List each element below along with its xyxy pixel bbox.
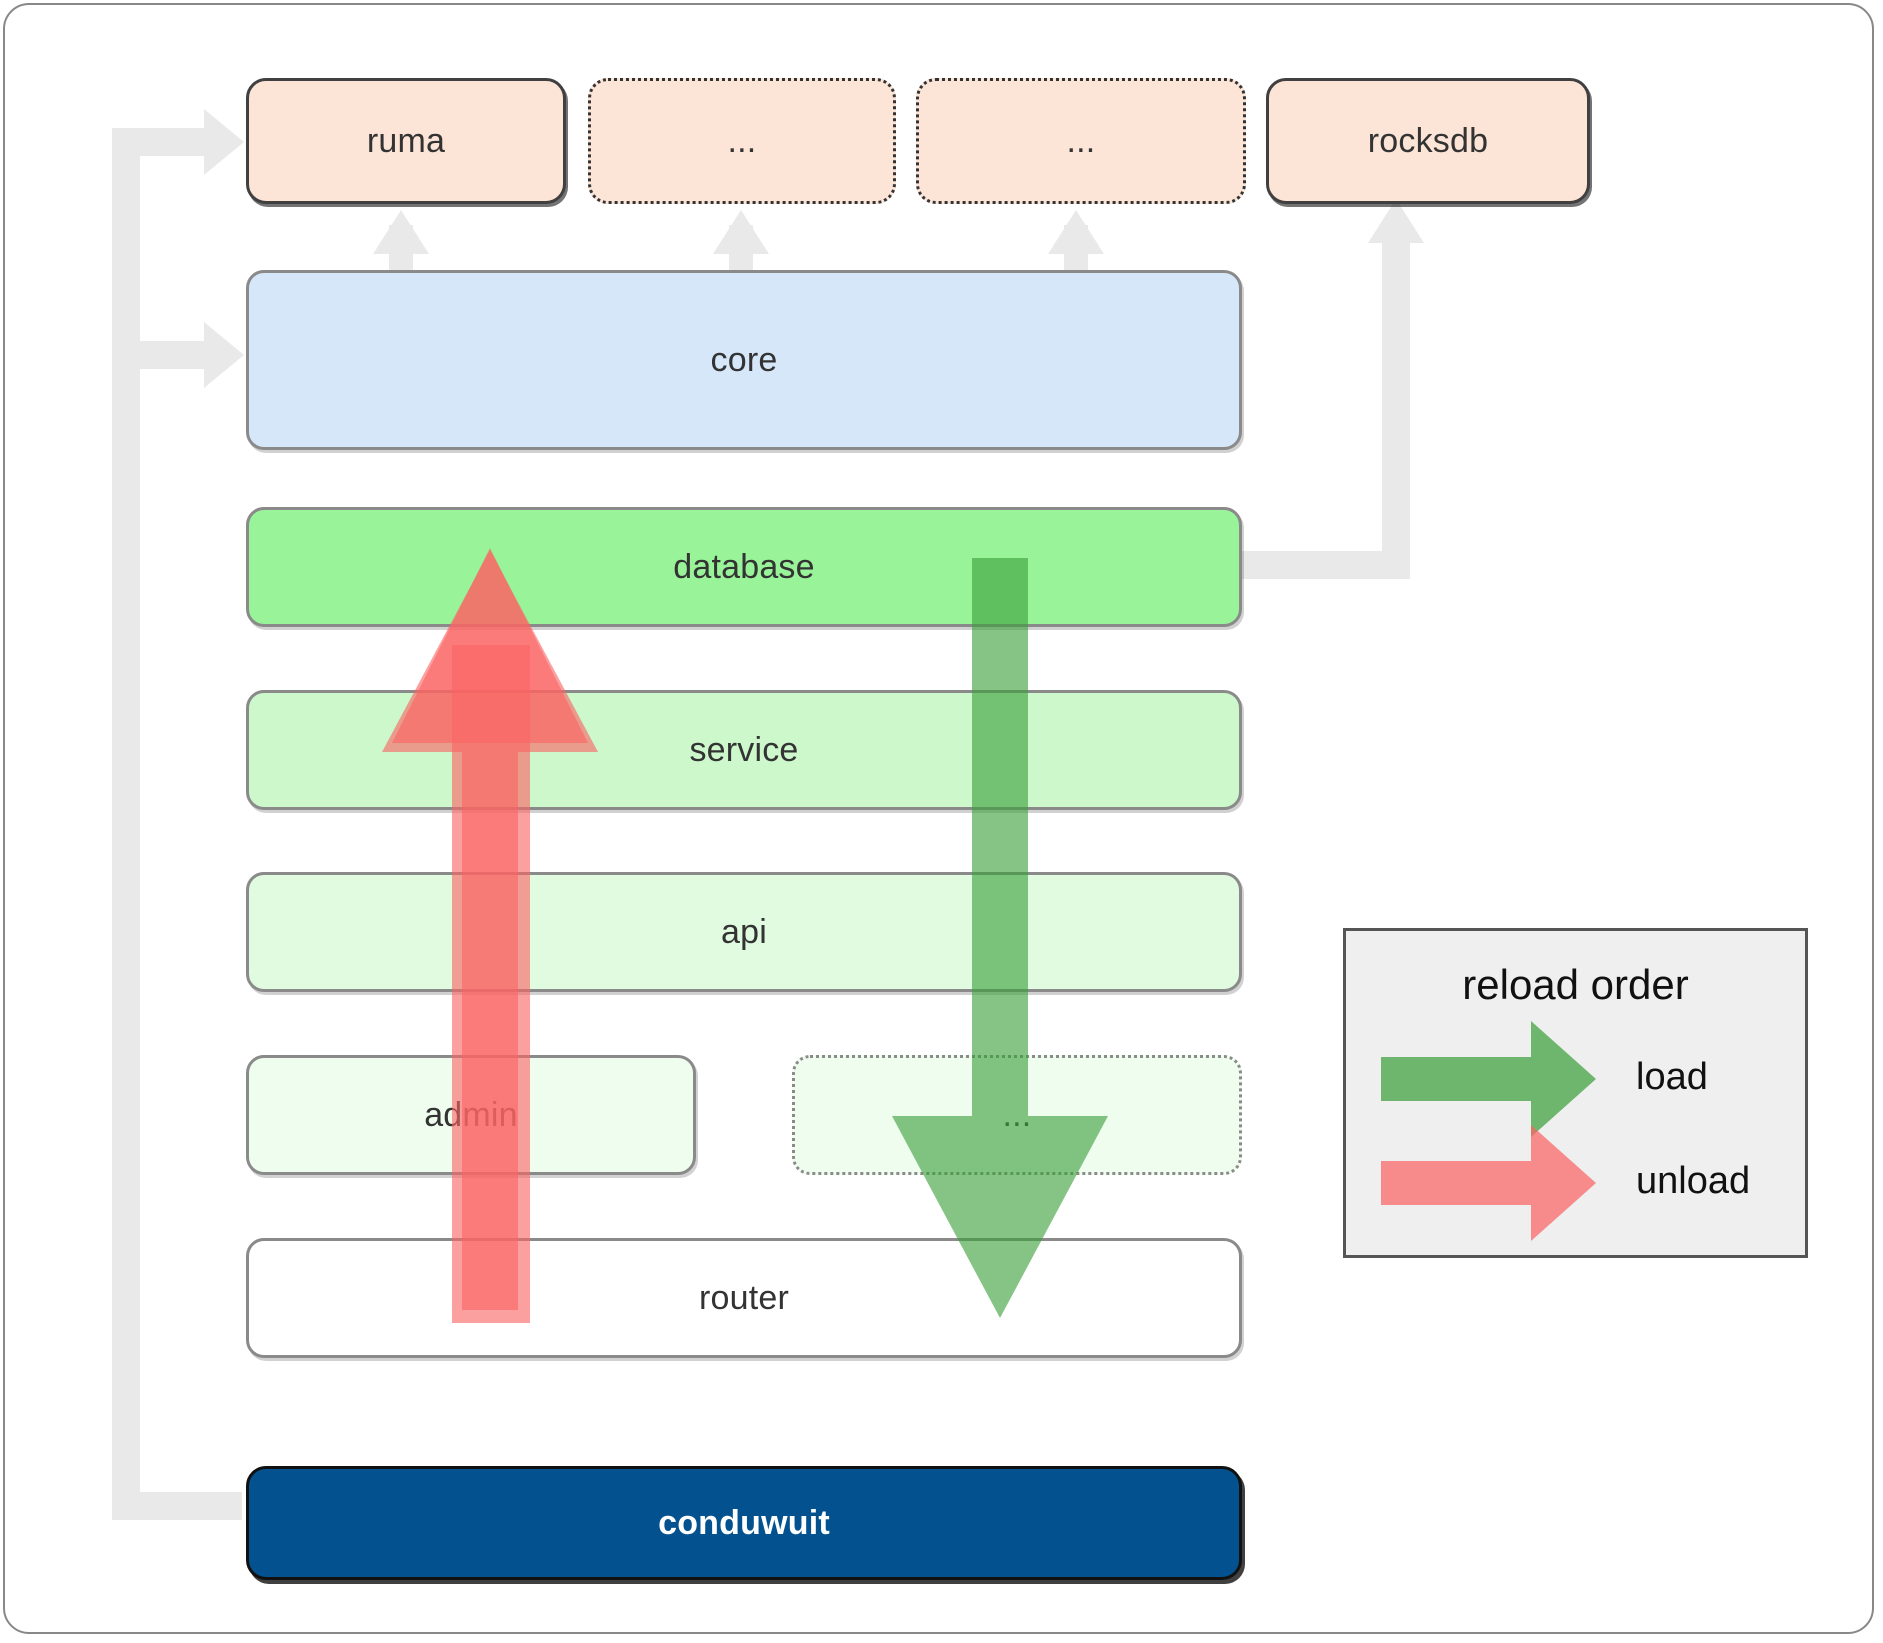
connector-core-to-dep3-arrowhead [1048,210,1104,254]
load-arrow-overlay [892,558,1108,1318]
dependency-label-2: ... [727,121,757,160]
stack-label-database: database [673,547,815,586]
load-arrow-polygon [892,558,1108,1318]
connector-db-to-rocksdb-horizontal [1222,551,1410,579]
stack-box-api[interactable]: api [246,872,1242,992]
legend-unload-label: unload [1636,1160,1751,1202]
stack-label-core: core [710,340,778,379]
legend-unload-arrow-polygon [1381,1125,1596,1241]
dependency-box-ruma[interactable]: ruma [246,78,566,204]
stack-label-router: router [698,1278,790,1317]
legend-load-arrow-polygon [1381,1021,1596,1137]
legend-load-arrow [1381,1021,1596,1137]
connector-to-ruma-arrowhead [204,109,244,175]
stack-label-conduwuit: conduwuit [658,1503,830,1542]
stack-box-conduwuit[interactable]: conduwuit [246,1466,1242,1580]
legend-panel: reload order load unload [1343,928,1808,1258]
legend-unload-arrow [1381,1125,1596,1241]
unload-arrow-overlay [382,550,598,1310]
stack-box-router[interactable]: router [246,1238,1242,1358]
legend-load-label: load [1636,1056,1708,1098]
connector-core-to-ruma-arrowhead [373,210,429,254]
connector-core-to-dep2-arrowhead [713,210,769,254]
connector-to-core-stub [112,341,222,369]
dependency-label-ruma: ruma [366,121,446,160]
connector-bottom-to-app [112,1492,242,1520]
dependency-box-3[interactable]: ... [916,78,1246,204]
dependency-label-3: ... [1066,121,1096,160]
connector-to-ruma-stub [112,128,222,156]
dependency-box-rocksdb[interactable]: rocksdb [1266,78,1590,204]
stack-label-service: service [689,730,799,769]
unload-arrow-polygon [382,550,598,1310]
connector-to-core-arrowhead [204,322,244,388]
stack-label-api: api [721,912,767,951]
stack-box-core[interactable]: core [246,270,1242,450]
legend-title: reload order [1462,961,1689,1008]
connector-db-to-rocksdb-vertical [1382,236,1410,579]
connector-db-to-rocksdb-arrowhead [1368,199,1424,243]
dependency-box-2[interactable]: ... [588,78,896,204]
connector-left-trunk [112,128,140,1520]
dependency-label-rocksdb: rocksdb [1367,121,1489,160]
